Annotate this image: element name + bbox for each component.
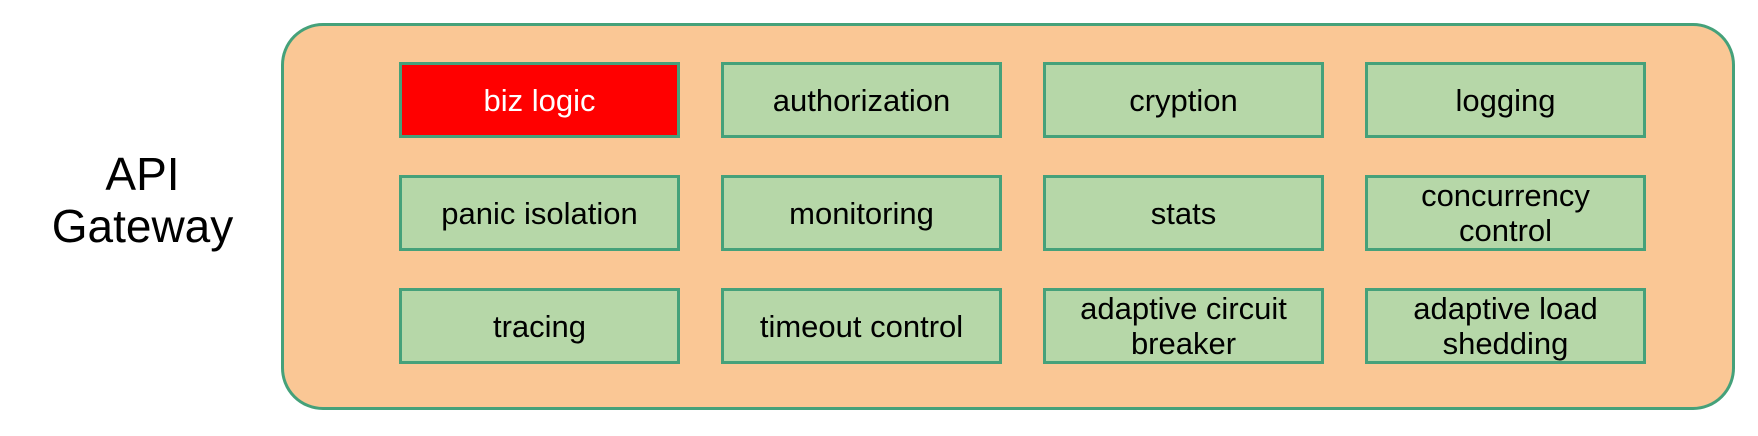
- capability-box-label: biz logic: [483, 82, 596, 118]
- capability-box-label: authorization: [772, 82, 951, 118]
- capability-grid: biz logic authorization cryption logging…: [399, 62, 1647, 364]
- capability-box-label: adaptive load shedding: [1413, 291, 1598, 361]
- capability-box-authorization[interactable]: authorization: [721, 62, 1002, 138]
- capability-box-concurrency-control[interactable]: concurrency control: [1365, 175, 1646, 251]
- api-gateway-label: API Gateway: [51, 148, 234, 252]
- capability-box-monitoring[interactable]: monitoring: [721, 175, 1002, 251]
- capability-box-label: stats: [1150, 195, 1217, 231]
- capability-box-label: timeout control: [759, 308, 964, 344]
- capability-box-label: cryption: [1129, 82, 1238, 118]
- capability-box-biz-logic[interactable]: biz logic: [399, 62, 680, 138]
- capability-box-label: logging: [1455, 82, 1556, 118]
- capability-box-cryption[interactable]: cryption: [1043, 62, 1324, 138]
- capability-box-adaptive-load-shedding[interactable]: adaptive load shedding: [1365, 288, 1646, 364]
- capability-box-logging[interactable]: logging: [1365, 62, 1646, 138]
- capability-box-label: tracing: [492, 308, 587, 344]
- capability-box-tracing[interactable]: tracing: [399, 288, 680, 364]
- capability-box-label: concurrency control: [1421, 178, 1590, 248]
- capability-box-label: adaptive circuit breaker: [1080, 291, 1287, 361]
- capability-box-stats[interactable]: stats: [1043, 175, 1324, 251]
- capability-box-label: monitoring: [789, 195, 934, 231]
- capability-box-label: panic isolation: [441, 195, 638, 231]
- capability-box-panic-isolation[interactable]: panic isolation: [399, 175, 680, 251]
- capability-box-adaptive-circuit-breaker[interactable]: adaptive circuit breaker: [1043, 288, 1324, 364]
- capability-box-timeout-control[interactable]: timeout control: [721, 288, 1002, 364]
